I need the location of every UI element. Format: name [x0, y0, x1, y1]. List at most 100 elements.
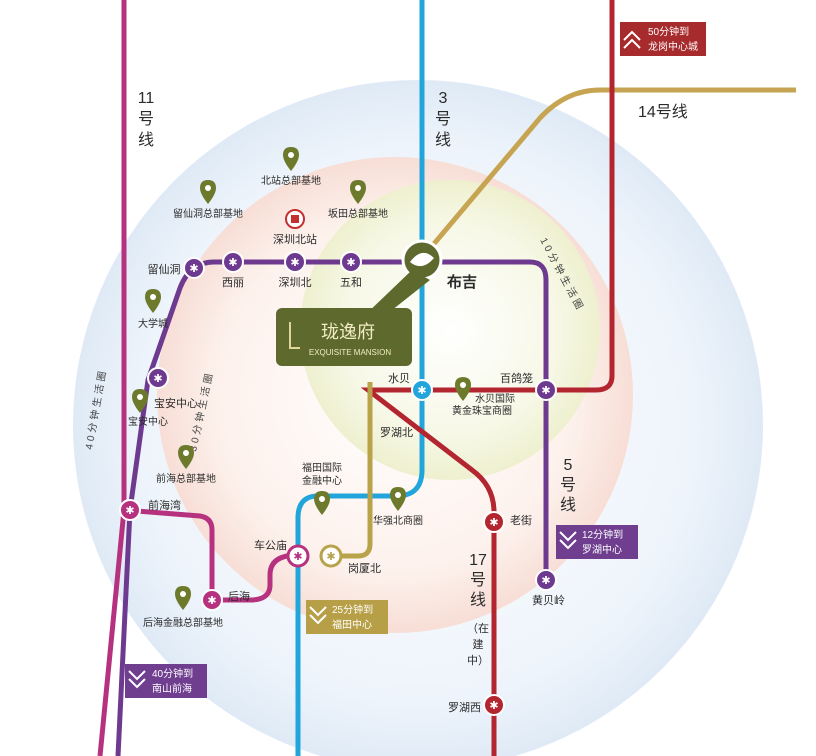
svg-text:线: 线: [470, 591, 486, 609]
station-markers: ✱ ✱ ✱ ✱ ✱ ✱ ✱ ✱ ✱ ✱ ✱ ✱ ✱ ✱: [119, 209, 557, 716]
pin-icon: [175, 586, 191, 610]
station-label-houhai: 后海: [228, 589, 250, 603]
station-gangxiabei-marker[interactable]: ✱: [319, 544, 343, 568]
line-11-label: 11 号 线: [138, 90, 155, 149]
svg-text:3: 3: [439, 90, 448, 107]
pin-icon: [350, 180, 366, 204]
landmark-huaqiangbei: 华强北商圈: [373, 514, 423, 527]
svg-text:✱: ✱: [290, 256, 299, 269]
station-shenzhenbei-marker[interactable]: ✱: [284, 251, 306, 273]
svg-text:✱: ✱: [125, 504, 134, 517]
station-label-chegongmiao: 车公庙: [254, 538, 287, 552]
line-11-branch: [123, 507, 299, 603]
svg-text:✱: ✱: [417, 384, 426, 397]
landmark-futian-finance-2: 金融中心: [302, 474, 342, 487]
station-label-huangbeiling: 黄贝岭: [532, 593, 565, 607]
landmark-shuibei-jewelry-1: 水贝国际: [475, 393, 515, 405]
station-liuxiandong-marker[interactable]: ✱: [183, 257, 205, 279]
svg-text:5: 5: [564, 457, 573, 474]
station-shuibei-marker[interactable]: ✱: [411, 379, 433, 401]
pin-icon: [455, 377, 471, 401]
line-5-track: [115, 259, 549, 756]
landmark-bantian-hq: 坂田总部基地: [328, 207, 388, 220]
svg-text:号: 号: [138, 110, 154, 128]
project-logo-box[interactable]: 珑逸府 EXQUISITE MANSION: [276, 308, 412, 366]
station-label-shenzhenbei: 深圳北: [279, 276, 312, 289]
station-huangbeiling-marker[interactable]: ✱: [535, 569, 557, 591]
station-label-shuibei: 水贝: [388, 372, 410, 385]
pin-icon: [132, 389, 148, 413]
station-baoan-center-marker[interactable]: ✱: [147, 367, 169, 389]
station-xili-marker[interactable]: ✱: [222, 251, 244, 273]
project-name-cn: 珑逸府: [321, 322, 375, 342]
line-5-label: 5 号 线: [560, 457, 576, 514]
badge-longgang: 50分钟到 龙岗中心城: [620, 22, 706, 56]
station-houhai-marker[interactable]: ✱: [201, 589, 223, 611]
landmark-shuibei-jewelry-2: 黄金珠宝商圈: [452, 404, 512, 417]
svg-text:南山前海: 南山前海: [152, 682, 192, 695]
svg-text:✱: ✱: [207, 594, 216, 607]
badge-futian: 25分钟到 福田中心: [306, 600, 388, 634]
svg-text:号: 号: [435, 110, 451, 128]
station-label-bujiao: 布吉: [447, 273, 477, 291]
svg-text:✱: ✱: [489, 699, 498, 712]
station-label-baoan-center: 宝安中心: [154, 396, 198, 410]
landmark-pins: [132, 147, 471, 610]
svg-text:17: 17: [469, 552, 487, 569]
svg-text:中）: 中）: [467, 654, 489, 667]
station-laojie-marker[interactable]: ✱: [483, 511, 505, 533]
svg-text:线: 线: [138, 131, 154, 149]
landmark-qianhai-hq: 前海总部基地: [156, 472, 216, 485]
ring-10min: [300, 180, 600, 480]
chevron-up-icon: [623, 30, 641, 49]
svg-text:号: 号: [560, 476, 576, 494]
landmark-liuxiandong-hq: 留仙洞总部基地: [173, 207, 243, 220]
line-3-label: 3 号 线: [435, 90, 451, 149]
svg-text:11: 11: [138, 90, 155, 107]
station-baigelong-marker[interactable]: ✱: [535, 379, 557, 401]
svg-text:✱: ✱: [228, 256, 237, 269]
svg-text:龙岗中心城: 龙岗中心城: [648, 40, 698, 53]
svg-text:25分钟到: 25分钟到: [332, 603, 373, 616]
svg-text:线: 线: [435, 131, 451, 149]
station-qianhaiwan-marker[interactable]: ✱: [119, 499, 141, 521]
chevron-down-icon: [128, 670, 146, 689]
svg-text:✱: ✱: [293, 550, 302, 563]
station-luohuxi-marker[interactable]: ✱: [483, 694, 505, 716]
line-14-label: 14号线: [638, 103, 688, 121]
station-wuhe-marker[interactable]: ✱: [340, 251, 362, 273]
svg-text:✱: ✱: [346, 256, 355, 269]
svg-text:✱: ✱: [489, 516, 498, 529]
chevron-down-icon: [559, 531, 577, 550]
pin-icon: [178, 445, 194, 469]
badge-nanshan: 40分钟到 南山前海: [125, 664, 207, 698]
svg-text:✱: ✱: [541, 384, 550, 397]
line-17-label: 17 号 线 （在 建 中）: [467, 552, 489, 667]
station-label-wuhe: 五和: [340, 276, 362, 289]
station-label-gangxiabei: 岗厦北: [348, 562, 381, 575]
pin-icon: [200, 180, 216, 204]
station-label-luohubei: 罗湖北: [380, 426, 413, 439]
pin-icon: [390, 487, 406, 511]
pin-icon: [314, 491, 330, 515]
line-14-track: [420, 87, 796, 260]
station-label-luohuxi: 罗湖西: [448, 701, 481, 714]
station-chegongmiao-marker[interactable]: ✱: [286, 544, 310, 568]
svg-text:罗湖中心: 罗湖中心: [582, 543, 622, 556]
landmark-beizhan-hq: 北站总部基地: [261, 174, 321, 187]
project-callout-pointer: [362, 270, 430, 318]
svg-text:号: 号: [470, 571, 486, 589]
svg-text:✱: ✱: [541, 574, 550, 587]
svg-text:福田中心: 福田中心: [332, 618, 372, 631]
svg-text:（在: （在: [467, 622, 489, 635]
svg-text:12分钟到: 12分钟到: [582, 528, 623, 541]
svg-text:✱: ✱: [189, 262, 198, 275]
svg-text:50分钟到: 50分钟到: [648, 25, 689, 38]
landmark-baoan-center: 宝安中心: [128, 415, 168, 428]
landmark-futian-finance-1: 福田国际: [302, 461, 342, 474]
svg-text:线: 线: [560, 496, 576, 514]
project-link-track: [330, 382, 373, 559]
badge-luohu: 12分钟到 罗湖中心: [556, 525, 638, 559]
